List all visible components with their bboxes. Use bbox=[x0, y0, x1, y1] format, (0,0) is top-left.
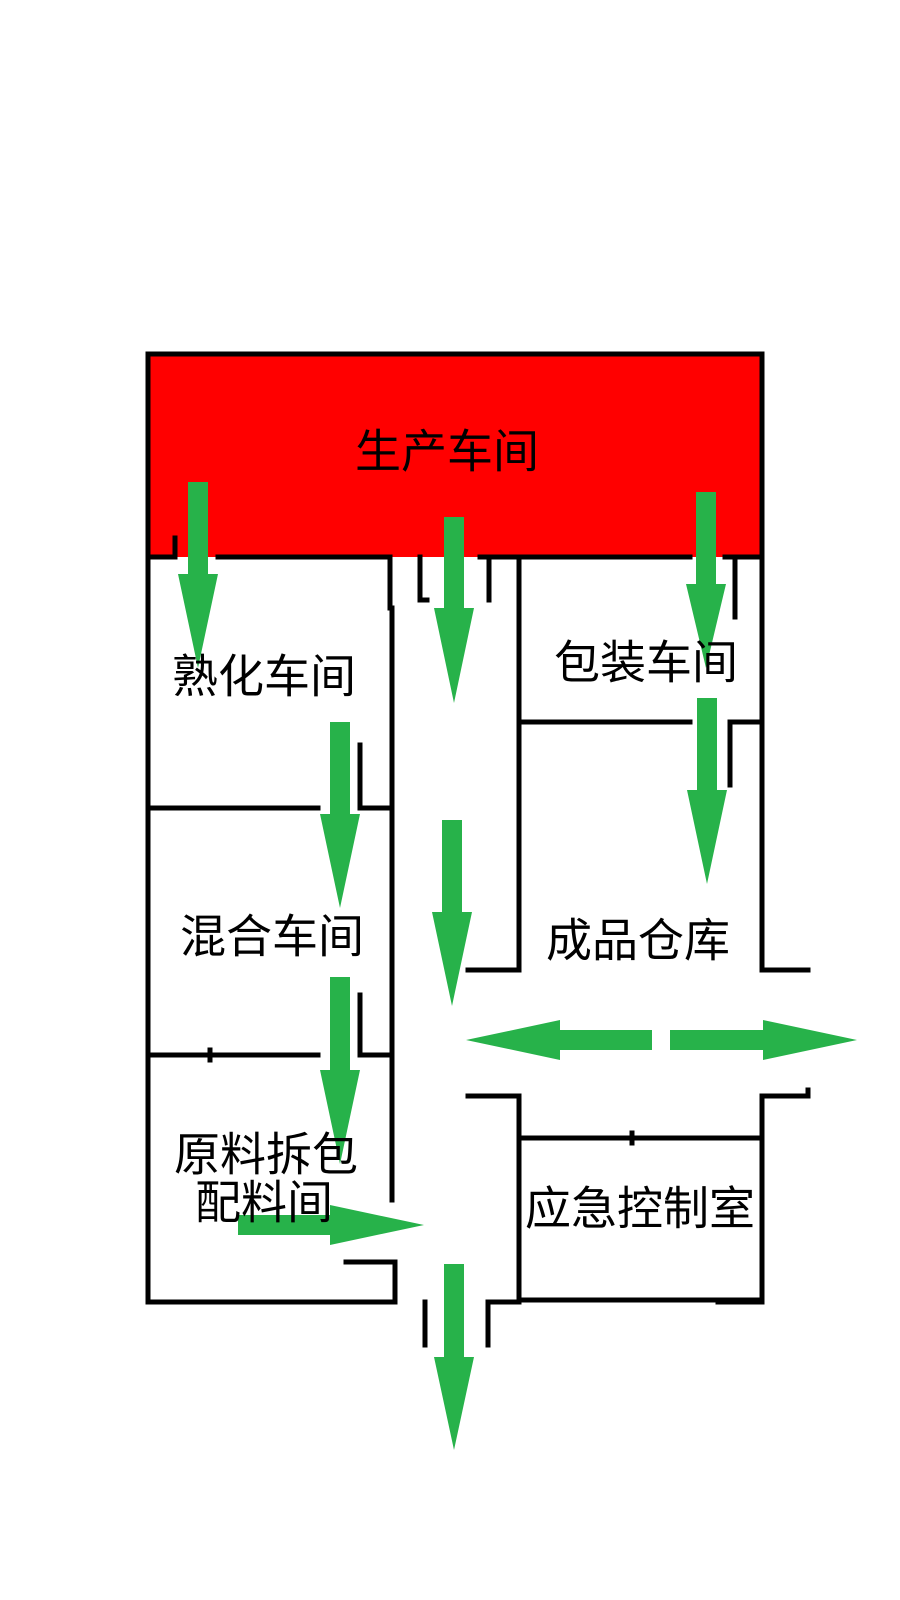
arrow-icon bbox=[178, 482, 218, 668]
arrow-icon bbox=[466, 1020, 652, 1060]
room-label-packaging: 包装车间 bbox=[554, 636, 738, 690]
arrow-icon bbox=[320, 977, 360, 1164]
room-label-curing: 熟化车间 bbox=[172, 650, 356, 704]
room-labels: 生产车间 熟化车间 包装车间 混合车间 成品仓库 原料拆包 配料间 应急控制室 bbox=[172, 425, 755, 1236]
arrow-icon bbox=[434, 517, 474, 703]
room-label-production: 生产车间 bbox=[355, 425, 539, 479]
room-label-emergency-control: 应急控制室 bbox=[525, 1182, 755, 1236]
arrow-icon bbox=[687, 698, 727, 884]
room-label-raw-material-line2: 配料间 bbox=[195, 1176, 333, 1230]
arrow-icon bbox=[686, 492, 726, 668]
arrow-icon bbox=[670, 1020, 857, 1060]
room-label-raw-material-line1: 原料拆包 bbox=[174, 1128, 358, 1182]
walls bbox=[145, 351, 811, 1348]
arrow-icon bbox=[434, 1264, 474, 1450]
evacuation-arrows bbox=[178, 482, 857, 1450]
arrow-icon bbox=[238, 1205, 424, 1245]
room-label-finished-goods: 成品仓库 bbox=[546, 914, 730, 968]
room-label-mixing: 混合车间 bbox=[180, 910, 364, 964]
arrow-icon bbox=[432, 820, 472, 1006]
arrow-icon bbox=[320, 722, 360, 908]
